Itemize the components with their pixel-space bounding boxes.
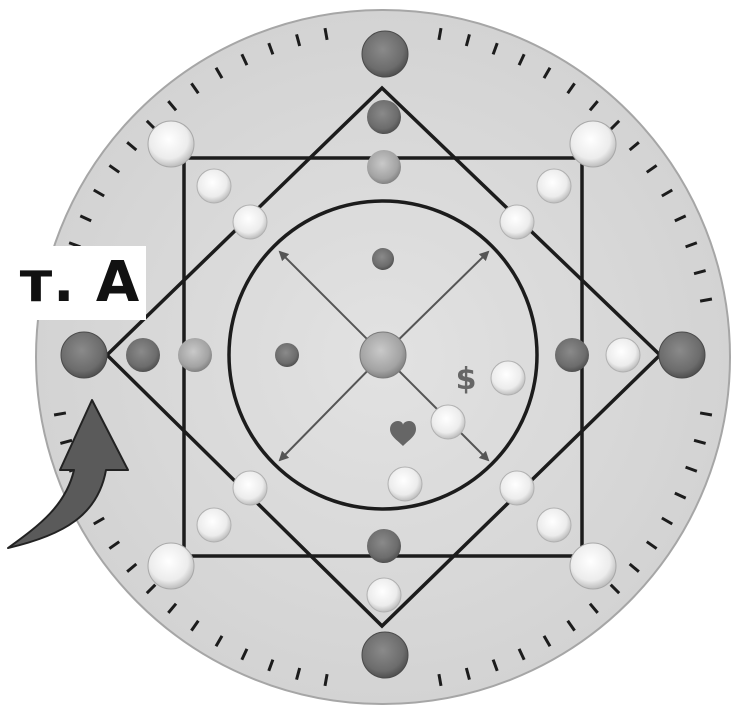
rim-tick: [54, 413, 66, 415]
hole-circle-top: [372, 248, 394, 270]
hole-left-square: [178, 338, 212, 372]
hole-center: [360, 332, 406, 378]
hole-sq-bl: [197, 508, 231, 542]
rim-tick: [325, 28, 327, 40]
hole-corner-bl: [148, 543, 194, 589]
rim-tick: [325, 674, 327, 686]
hole-circle-r2: [431, 405, 465, 439]
hole-dia-bl: [233, 471, 267, 505]
rim-tick: [700, 299, 712, 301]
holes: [61, 31, 705, 678]
hole-sq-tr: [537, 169, 571, 203]
hole-right-square: [606, 338, 640, 372]
hole-sq-tl: [197, 169, 231, 203]
point-label-box: т. A: [14, 246, 146, 320]
hole-right: [659, 332, 705, 378]
dollar-icon: $: [456, 362, 477, 397]
point-label: т. A: [20, 255, 141, 311]
hole-bottom-square: [367, 578, 401, 612]
hole-dia-br: [500, 471, 534, 505]
hole-right-inner: [555, 338, 589, 372]
hole-left: [61, 332, 107, 378]
hole-dia-tr: [500, 205, 534, 239]
hole-corner-tr: [570, 121, 616, 167]
hole-corner-br: [570, 543, 616, 589]
hole-bottom-inner: [367, 529, 401, 563]
hole-top: [362, 31, 408, 77]
rim-tick: [439, 28, 441, 40]
hole-bottom: [362, 632, 408, 678]
hole-circle-r1: [491, 361, 525, 395]
hole-sq-br: [537, 508, 571, 542]
hole-left-inner: [126, 338, 160, 372]
hole-top-square: [367, 150, 401, 184]
rim-tick: [439, 674, 441, 686]
hole-circle-bottom: [388, 467, 422, 501]
hole-circle-left: [275, 343, 299, 367]
rim-tick: [700, 413, 712, 415]
hole-top-inner: [367, 100, 401, 134]
hole-dia-tl: [233, 205, 267, 239]
hole-corner-tl: [148, 121, 194, 167]
